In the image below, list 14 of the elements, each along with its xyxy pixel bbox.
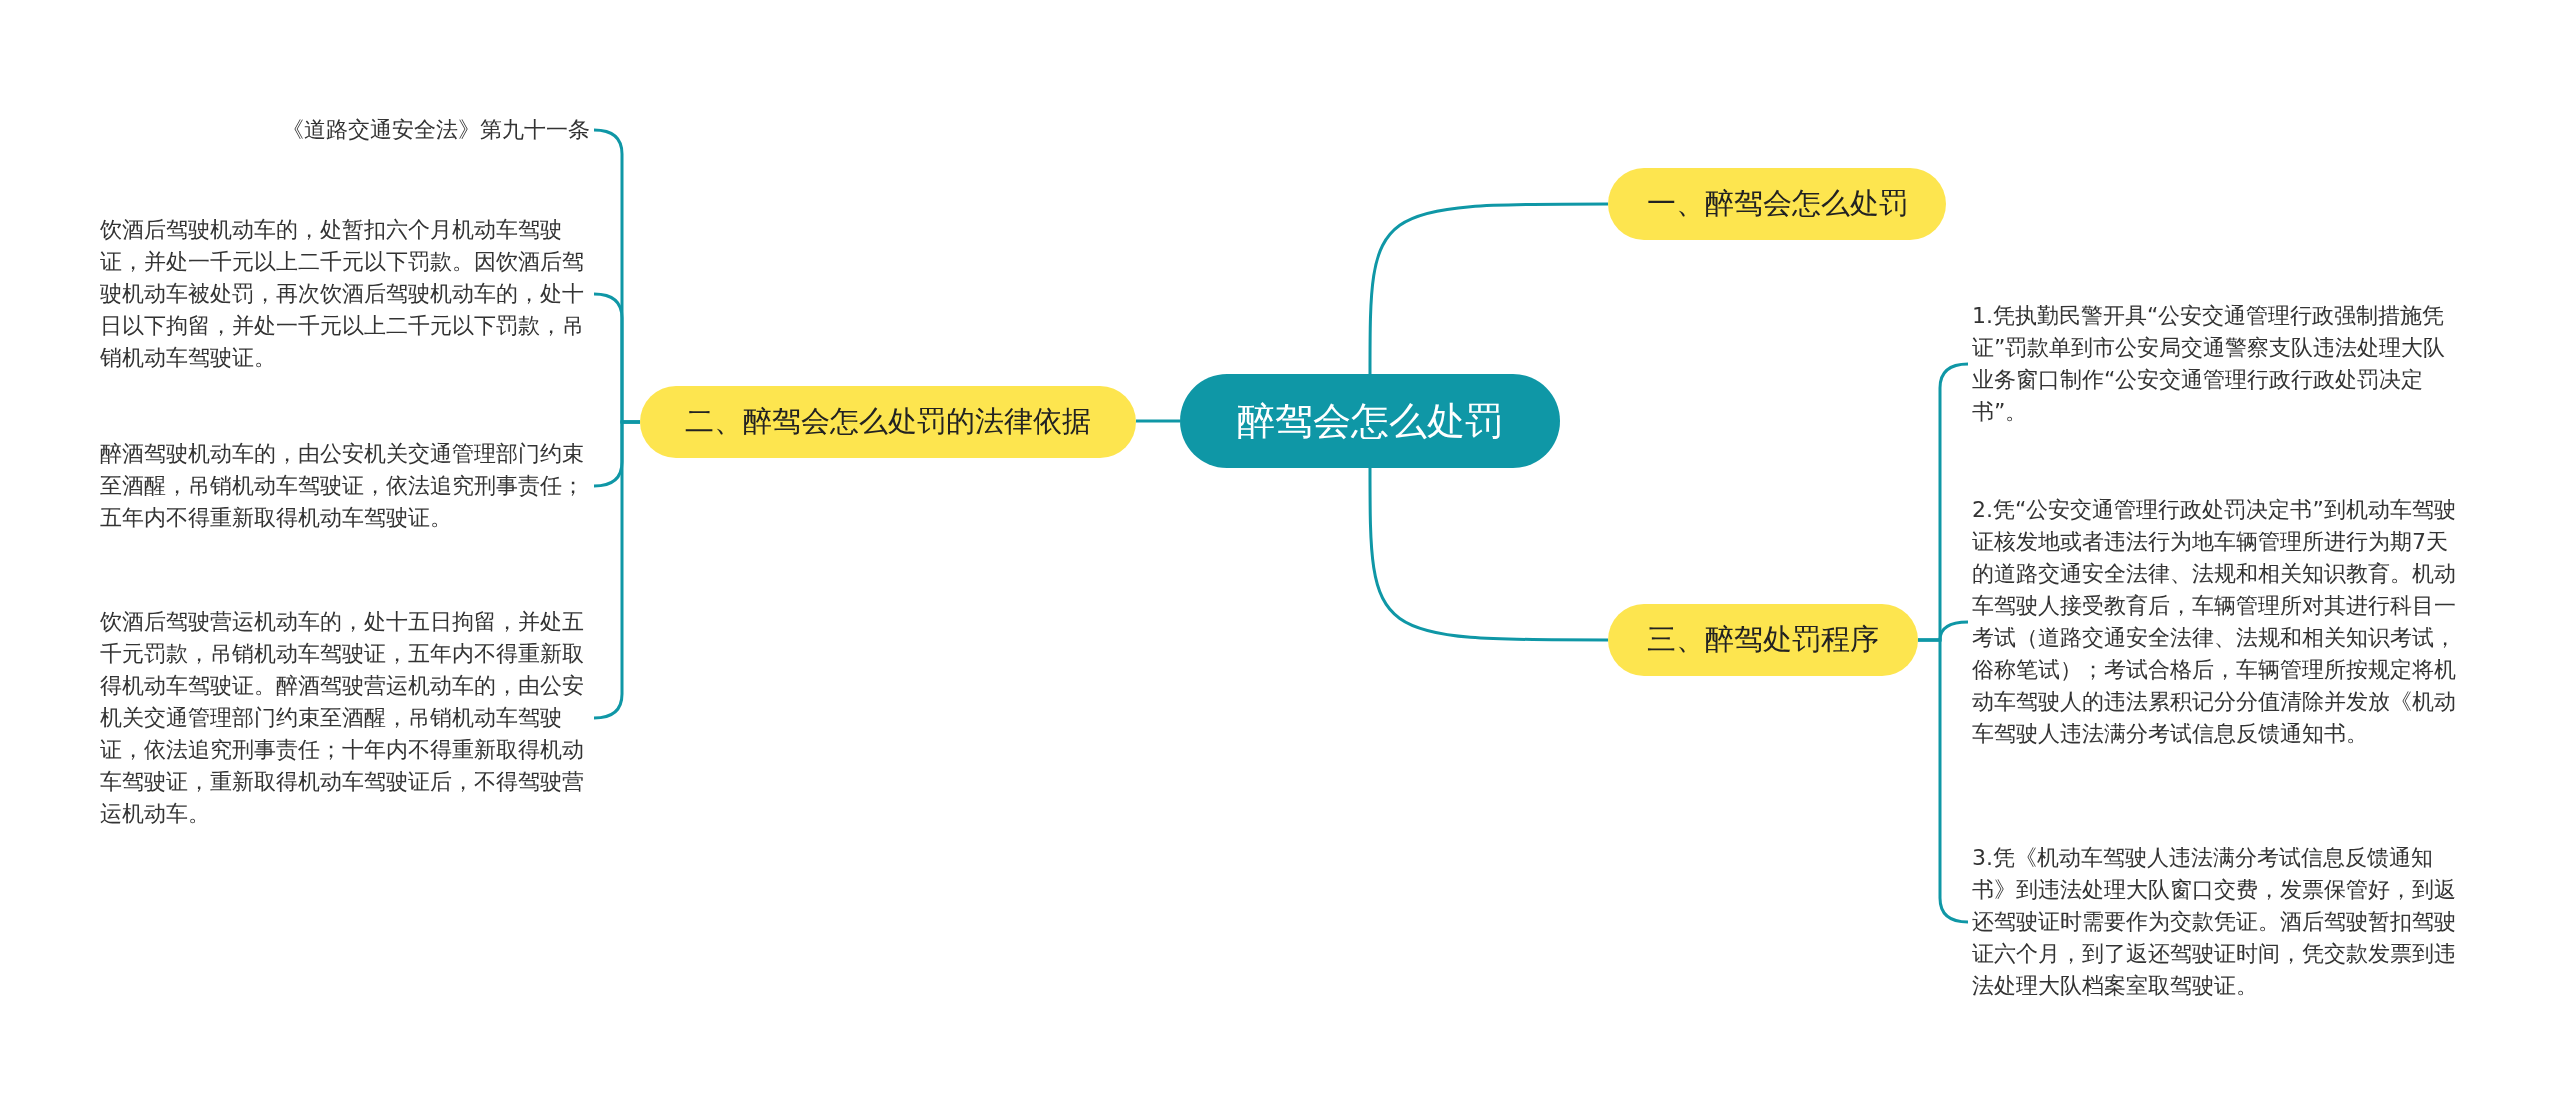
- leaf-text: 醉酒驾驶机动车的，由公安机关交通管理部门约束至酒醒，吊销机动车驾驶证，依法追究刑事责任；五年内不得重新取得机动车驾驶证。: [100, 438, 590, 534]
- leaf-text: 2.凭“公安交通管理行政处罚决定书”到机动车驾驶证核发地或者违法行为地车辆管理所进行为期7天的道路交通安全法律、法规和相关知识教育。机动车驾驶人接受教育后，车辆管理所对其进行科目一考试（道路交通安全法律、法规和相关知识考试，俗称笔试）；考试合格后，车辆管理所按规定将机动车驾驶人的违法累积记分分值清除并发放《机动车驾驶人违法满分考试信息反馈通知书。: [1972, 494, 2462, 750]
- leaf-text: 1.凭执勤民警开具“公安交通管理行政强制措施凭证”罚款单到市公安局交通警察支队违法处理大队业务窗口制作“公安交通管理行政行政处罚决定书”。: [1972, 300, 2462, 428]
- connector-line: [1136, 419, 1180, 423]
- leaf-text: 3.凭《机动车驾驶人违法满分考试信息反馈通知书》到违法处理大队窗口交费，发票保管好，到返还驾驶证时需要作为交款凭证。酒后驾驶暂扣驾驶证六个月，到了返还驾驶证时间，凭交款发票到违法处理大队档案室取驾驶证。: [1972, 842, 2462, 1002]
- leaf-text: 饮酒后驾驶机动车的，处暂扣六个月机动车驾驶证，并处一千元以上二千元以下罚款。因饮酒后驾驶机动车被处罚，再次饮酒后驾驶机动车的，处十日以下拘留，并处一千元以上二千元以下罚款，吊销机动车驾驶证。: [100, 214, 590, 374]
- connector-line: [1368, 468, 1608, 642]
- connector-line: [1368, 202, 1608, 374]
- leaf-text: 饮酒后驾驶营运机动车的，处十五日拘留，并处五千元罚款，吊销机动车驾驶证，五年内不得重新取得机动车驾驶证。醉酒驾驶营运机动车的，由公安机关交通管理部门约束至酒醒，吊销机动车驾驶证，依法追究刑事责任；十年内不得重新取得机动车驾驶证，重新取得机动车驾驶证后，不得驾驶营运机动车。: [100, 606, 590, 830]
- branch-topic: 三、醉驾处罚程序: [1608, 604, 1918, 676]
- central-topic: 醉驾会怎么处罚: [1180, 374, 1560, 468]
- branch-topic: 一、醉驾会怎么处罚: [1608, 168, 1946, 240]
- branch-topic: 二、醉驾会怎么处罚的法律依据: [640, 386, 1136, 458]
- leaf-text: 《道路交通安全法》第九十一条: [100, 114, 590, 146]
